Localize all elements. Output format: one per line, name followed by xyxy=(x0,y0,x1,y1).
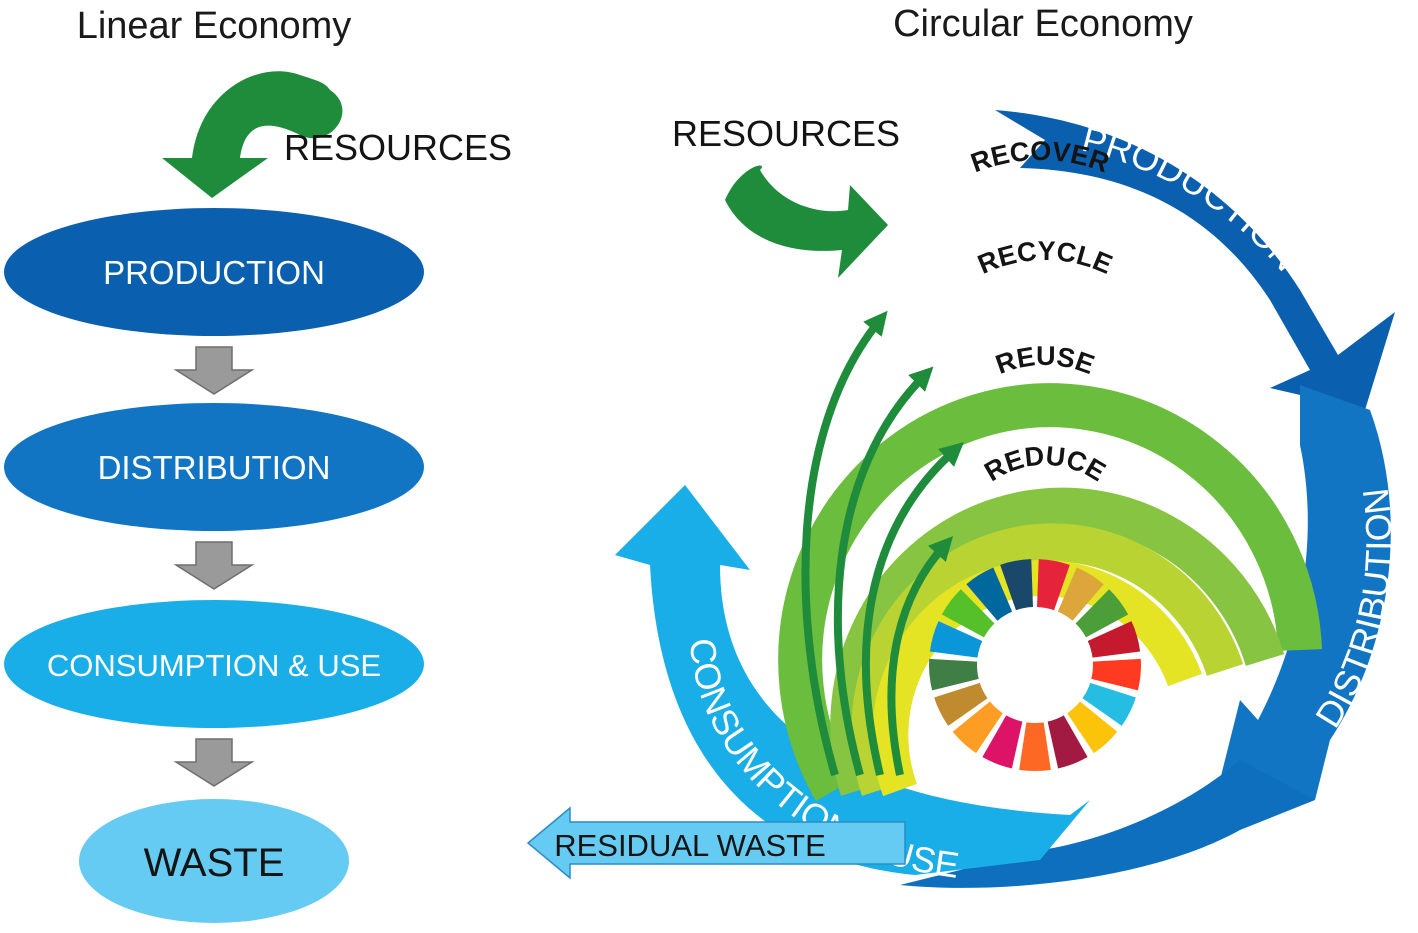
circular-consumption-arrow xyxy=(615,485,1090,875)
sdg-segment xyxy=(1057,567,1104,621)
loop-arrow-recycle xyxy=(833,366,934,777)
sdg-segment xyxy=(952,701,1003,754)
linear-waste-label: WASTE xyxy=(144,841,285,885)
sdg-segment xyxy=(1091,658,1141,691)
sdg-segment xyxy=(1000,559,1033,611)
sdg-segment xyxy=(966,567,1013,621)
sdg-wheel xyxy=(929,559,1141,771)
sdg-segment xyxy=(1047,715,1088,769)
loop-label-recycle: RECYCLE xyxy=(973,236,1116,280)
circular-title: Circular Economy xyxy=(893,3,1193,45)
loop-ring-recover xyxy=(778,383,1322,801)
circular-bottom-band xyxy=(900,760,1315,888)
loop-arrow-reduce xyxy=(887,536,954,776)
loop-arrow-recover xyxy=(801,310,888,777)
sdg-segment xyxy=(1087,621,1141,658)
sdg-segment xyxy=(1075,589,1129,638)
down-arrow xyxy=(173,738,255,787)
linear-title: Linear Economy xyxy=(77,5,352,47)
linear-waste-node xyxy=(79,799,349,923)
circular-resources-arrow xyxy=(725,165,888,278)
loop-arrow-reuse xyxy=(861,442,964,776)
linear-resources-label: RESOURCES xyxy=(284,127,512,168)
residual-waste-arrow xyxy=(526,806,906,880)
linear-distribution-node xyxy=(4,403,424,531)
circular-resources-label: RESOURCES xyxy=(672,113,900,154)
sdg-segment xyxy=(1037,559,1070,611)
down-arrow xyxy=(173,346,255,395)
linear-production-node xyxy=(4,208,424,336)
linear-production-label: PRODUCTION xyxy=(103,254,325,291)
sdg-segment xyxy=(934,682,988,726)
sdg-segment xyxy=(929,658,979,691)
sdg-segment xyxy=(1019,722,1051,771)
loop-label-reduce: REDUCE xyxy=(979,441,1110,488)
loop-label-reuse: REUSE xyxy=(992,341,1098,380)
linear-consumption-label: CONSUMPTION & USE xyxy=(47,648,381,683)
linear-consumption-node xyxy=(4,600,424,728)
loop-ring-reuse xyxy=(851,523,1244,796)
sdg-segment xyxy=(1067,701,1118,754)
down-arrow xyxy=(173,541,255,590)
residual-waste-label: RESIDUAL WASTE xyxy=(554,828,826,863)
linear-resources-arrow xyxy=(162,71,343,198)
sdg-segment xyxy=(929,621,983,658)
sdg-segment xyxy=(941,589,995,638)
sdg-segment xyxy=(982,715,1023,769)
linear-distribution-label: DISTRIBUTION xyxy=(98,449,331,486)
loop-ring-recycle xyxy=(830,487,1285,796)
circular-production-arrow xyxy=(995,110,1395,410)
sdg-segment xyxy=(1082,682,1136,726)
